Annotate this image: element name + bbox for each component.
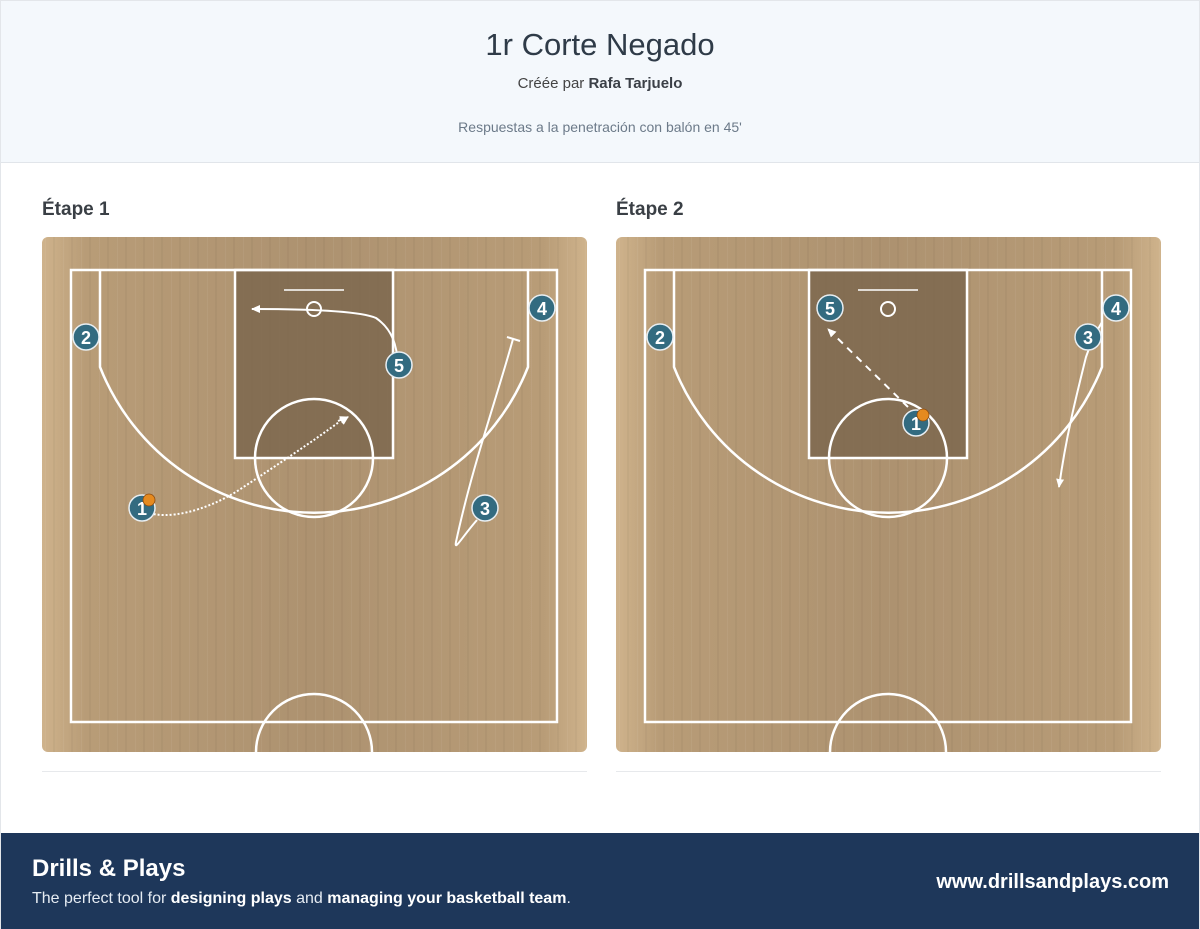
screen-bar [506, 336, 521, 342]
player-1[interactable]: 1 [128, 493, 156, 522]
author-line: Créée par Rafa Tarjuelo [1, 75, 1199, 92]
author-prefix: Créée par [517, 75, 585, 92]
step-title: Étape 1 [42, 199, 110, 220]
player-label: 5 [394, 356, 404, 376]
step-2: Étape 2 [616, 197, 1161, 772]
court-svg: 1 2 3 4 5 [616, 237, 1161, 752]
step-divider [42, 771, 587, 772]
court-diagram-step-2: 1 2 3 4 5 [616, 237, 1161, 752]
tagline-bold-2: managing your basketball team [327, 890, 567, 907]
three-point-line [98, 270, 530, 514]
player-1[interactable]: 1 [902, 408, 930, 437]
page-title: 1r Corte Negado [485, 27, 715, 62]
center-circle [254, 692, 374, 752]
tagline-part: The perfect tool for [32, 890, 171, 907]
step-divider [616, 771, 1161, 772]
player-label: 1 [137, 499, 147, 519]
pass-line [827, 328, 909, 408]
player-label: 3 [480, 499, 490, 519]
play-description: Respuestas a la penetración con balón en… [458, 119, 742, 135]
ball-icon [916, 408, 930, 422]
player-5[interactable]: 5 [816, 294, 844, 322]
player-label: 2 [81, 328, 91, 348]
tagline-part: . [566, 890, 571, 907]
author-name[interactable]: Rafa Tarjuelo [588, 75, 683, 92]
tagline: The perfect tool for designing plays and… [32, 890, 571, 908]
player-2[interactable]: 2 [646, 323, 674, 351]
center-circle [828, 692, 948, 752]
three-point-line [672, 270, 1104, 514]
player-4[interactable]: 4 [1102, 294, 1130, 322]
screen-line-player-3 [454, 338, 514, 547]
brand-name[interactable]: Drills & Plays [32, 855, 186, 882]
step-title: Étape 2 [616, 199, 684, 220]
cut-line-player-5 [251, 305, 399, 366]
player-label: 1 [911, 414, 921, 434]
player-5[interactable]: 5 [385, 351, 413, 379]
player-label: 2 [655, 328, 665, 348]
player-label: 4 [1111, 299, 1121, 319]
court-svg: 1 2 3 4 5 [42, 237, 587, 752]
player-4[interactable]: 4 [528, 294, 556, 322]
play-header: 1r Corte Negado Créée par Rafa Tarjuelo … [1, 1, 1199, 163]
player-2[interactable]: 2 [72, 323, 100, 351]
paint-lines [807, 268, 969, 460]
player-label: 4 [537, 299, 547, 319]
free-throw-circle [827, 397, 949, 519]
basket [880, 301, 896, 317]
footer: Drills & Plays The perfect tool for desi… [1, 833, 1199, 929]
step-1: Étape 1 [42, 197, 587, 772]
player-label: 3 [1083, 328, 1093, 348]
tagline-part: and [291, 890, 328, 907]
paint-area [235, 270, 393, 458]
player-3[interactable]: 3 [471, 494, 499, 522]
ball-icon [142, 493, 156, 507]
website-link[interactable]: www.drillsandplays.com [936, 871, 1169, 893]
player-label: 5 [825, 299, 835, 319]
player-3[interactable]: 3 [1074, 323, 1102, 351]
court-diagram-step-1: 1 2 3 4 5 [42, 237, 587, 752]
free-throw-circle [253, 397, 375, 519]
tagline-bold-1: designing plays [170, 890, 292, 907]
